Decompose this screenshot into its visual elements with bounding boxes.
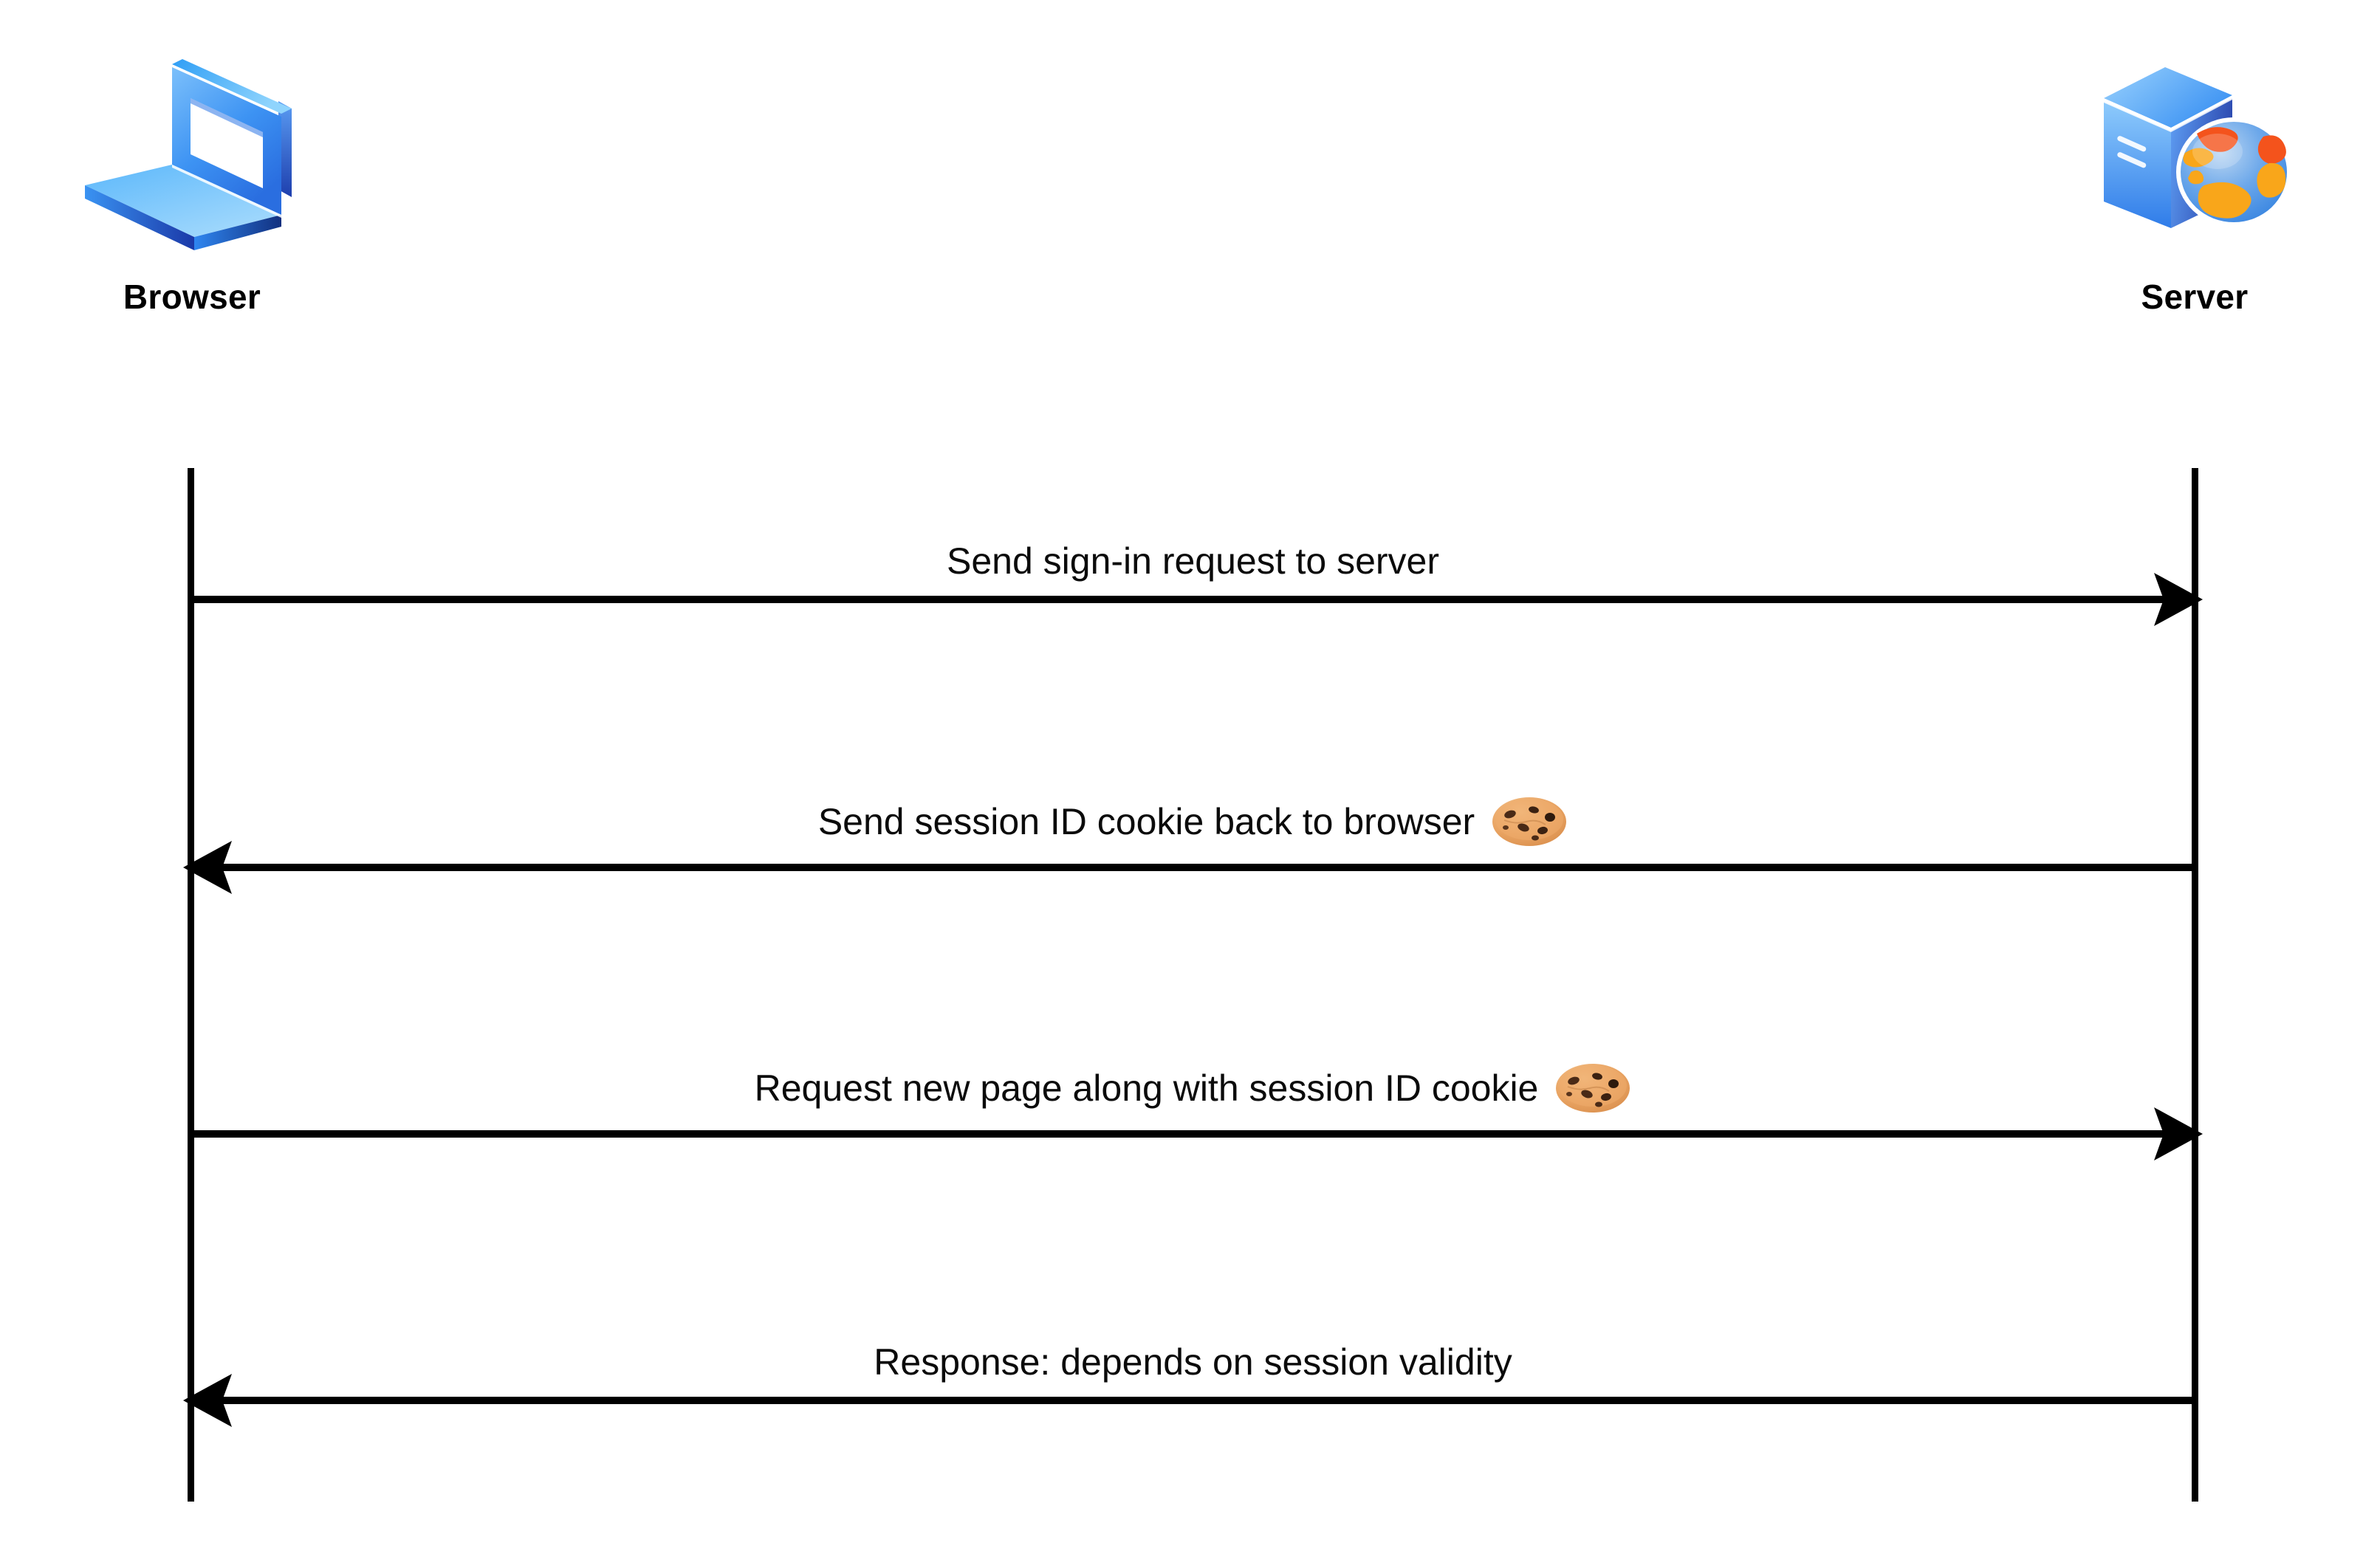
- message-1-text: Send sign-in request to server: [946, 540, 1440, 582]
- cookie-icon: [1554, 1062, 1631, 1115]
- message-3-line: [188, 1130, 2198, 1138]
- lifeline-browser: [188, 468, 194, 1502]
- actor-browser-label: Browser: [123, 278, 261, 316]
- message-1-line: [188, 596, 2198, 603]
- arrowhead-left-icon: [183, 836, 245, 898]
- actor-server: Server: [2003, 41, 2363, 314]
- arrowhead-right-icon: [2141, 568, 2203, 630]
- arrowhead-right-icon: [2141, 1103, 2203, 1165]
- message-1-label-group: Send sign-in request to server: [188, 540, 2198, 582]
- server-globe-icon: [2073, 41, 2316, 269]
- message-2-line: [188, 864, 2198, 871]
- actor-server-label: Server: [2141, 278, 2249, 316]
- actor-browser: Browser: [0, 41, 384, 314]
- message-2-text: Send session ID cookie back to browser: [817, 800, 1475, 842]
- message-4-line: [188, 1397, 2198, 1404]
- message-4-text: Response: depends on session validity: [874, 1341, 1512, 1383]
- cookie-icon: [1491, 795, 1568, 848]
- message-4-label-group: Response: depends on session validity: [188, 1341, 2198, 1383]
- laptop-icon: [70, 41, 314, 269]
- arrowhead-left-icon: [183, 1369, 245, 1431]
- message-3-label-group: Request new page along with session ID c…: [188, 1062, 2198, 1115]
- message-3-text: Request new page along with session ID c…: [754, 1067, 1539, 1109]
- message-2-label-group: Send session ID cookie back to browser: [188, 795, 2198, 848]
- lifeline-server: [2192, 468, 2198, 1502]
